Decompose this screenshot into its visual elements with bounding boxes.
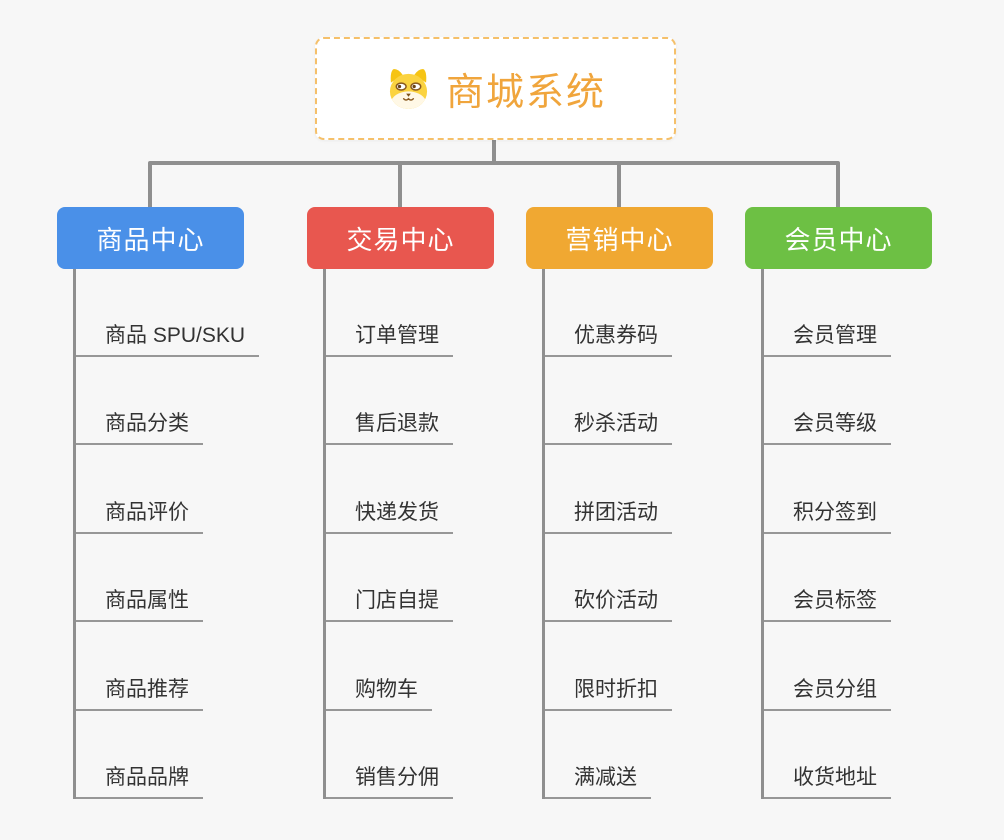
shiba-dog-icon — [389, 68, 428, 110]
leaf-node[interactable]: 商品评价 — [76, 445, 259, 534]
branch-pill-products[interactable]: 商品中心 — [57, 207, 244, 269]
branch-label: 会员中心 — [784, 224, 893, 255]
leaf-node[interactable]: 商品分类 — [76, 357, 259, 445]
leaf-label: 积分签到 — [764, 496, 891, 534]
leaf-label: 商品 SPU/SKU — [76, 319, 260, 357]
leaf-node[interactable]: 会员管理 — [764, 268, 891, 357]
connector-drop-4 — [836, 163, 840, 208]
leaf-node[interactable]: 商品推荐 — [76, 622, 259, 711]
leaf-label: 门店自提 — [326, 584, 453, 622]
leaf-node[interactable]: 会员等级 — [764, 357, 891, 445]
leaf-label: 优惠券码 — [545, 319, 672, 357]
leaf-label: 商品推荐 — [76, 673, 203, 711]
leaf-node[interactable]: 商品属性 — [76, 534, 259, 622]
leaf-node[interactable]: 售后退款 — [326, 357, 453, 445]
leaf-node[interactable]: 优惠券码 — [545, 268, 672, 357]
leaf-node[interactable]: 收货地址 — [764, 711, 891, 799]
connector-root-stub — [492, 140, 496, 165]
leaf-label: 收货地址 — [764, 761, 891, 799]
leaf-label: 购物车 — [326, 673, 432, 711]
leaf-label: 商品分类 — [76, 407, 203, 445]
connector-horizontal — [148, 161, 840, 165]
connector-drop-3 — [617, 163, 621, 208]
leaf-label: 满减送 — [545, 761, 651, 799]
leaf-label: 会员管理 — [764, 319, 891, 357]
leaf-node[interactable]: 拼团活动 — [545, 445, 672, 534]
leaf-label: 会员分组 — [764, 673, 891, 711]
leaf-label: 商品品牌 — [76, 761, 203, 799]
leaf-node[interactable]: 销售分佣 — [326, 711, 453, 799]
root-node[interactable]: 商城系统 — [315, 37, 676, 140]
branch-pill-trade[interactable]: 交易中心 — [307, 207, 494, 269]
leaf-label: 砍价活动 — [545, 584, 672, 622]
leaf-label: 商品评价 — [76, 496, 203, 534]
leaf-label: 商品属性 — [76, 584, 203, 622]
leaf-node[interactable]: 砍价活动 — [545, 534, 672, 622]
branch-column-trade: 交易中心 订单管理 售后退款 快递发货 门店自提 购物车 销售分佣 — [307, 207, 537, 799]
branch-pill-marketing[interactable]: 营销中心 — [526, 207, 713, 269]
leaf-node[interactable]: 积分签到 — [764, 445, 891, 534]
leaf-node[interactable]: 限时折扣 — [545, 622, 672, 711]
leaf-label: 售后退款 — [326, 407, 453, 445]
branch-column-products: 商品中心 商品 SPU/SKU 商品分类 商品评价 商品属性 商品推荐 商品品牌 — [57, 207, 287, 799]
leaf-node[interactable]: 秒杀活动 — [545, 357, 672, 445]
leaf-label: 会员标签 — [764, 584, 891, 622]
leaf-label: 限时折扣 — [545, 673, 672, 711]
leaf-list: 订单管理 售后退款 快递发货 门店自提 购物车 销售分佣 — [323, 268, 453, 799]
leaf-label: 销售分佣 — [326, 761, 453, 799]
leaf-label: 秒杀活动 — [545, 407, 672, 445]
connector-drop-2 — [398, 163, 402, 208]
branch-label: 交易中心 — [346, 224, 455, 255]
leaf-node[interactable]: 订单管理 — [326, 268, 453, 357]
leaf-node[interactable]: 快递发货 — [326, 445, 453, 534]
leaf-node[interactable]: 商品 SPU/SKU — [76, 268, 260, 357]
leaf-node[interactable]: 商品品牌 — [76, 711, 259, 799]
leaf-list: 商品 SPU/SKU 商品分类 商品评价 商品属性 商品推荐 商品品牌 — [73, 268, 260, 799]
leaf-label: 拼团活动 — [545, 496, 672, 534]
leaf-list: 会员管理 会员等级 积分签到 会员标签 会员分组 收货地址 — [761, 268, 891, 799]
branch-pill-members[interactable]: 会员中心 — [745, 207, 932, 269]
branch-column-members: 会员中心 会员管理 会员等级 积分签到 会员标签 会员分组 收货地址 — [745, 207, 975, 799]
leaf-node[interactable]: 门店自提 — [326, 534, 453, 622]
leaf-node[interactable]: 购物车 — [326, 622, 453, 711]
leaf-list: 优惠券码 秒杀活动 拼团活动 砍价活动 限时折扣 满减送 — [542, 268, 672, 799]
leaf-label: 会员等级 — [764, 407, 891, 445]
branch-label: 商品中心 — [96, 224, 205, 255]
leaf-node[interactable]: 满减送 — [545, 711, 672, 799]
branch-label: 营销中心 — [565, 224, 674, 255]
leaf-node[interactable]: 会员分组 — [764, 622, 891, 711]
leaf-label: 订单管理 — [326, 319, 453, 357]
connector-drop-1 — [148, 163, 152, 208]
branch-column-marketing: 营销中心 优惠券码 秒杀活动 拼团活动 砍价活动 限时折扣 满减送 — [526, 207, 756, 799]
leaf-label: 快递发货 — [326, 496, 453, 534]
root-title: 商城系统 — [445, 72, 606, 114]
leaf-node[interactable]: 会员标签 — [764, 534, 891, 622]
